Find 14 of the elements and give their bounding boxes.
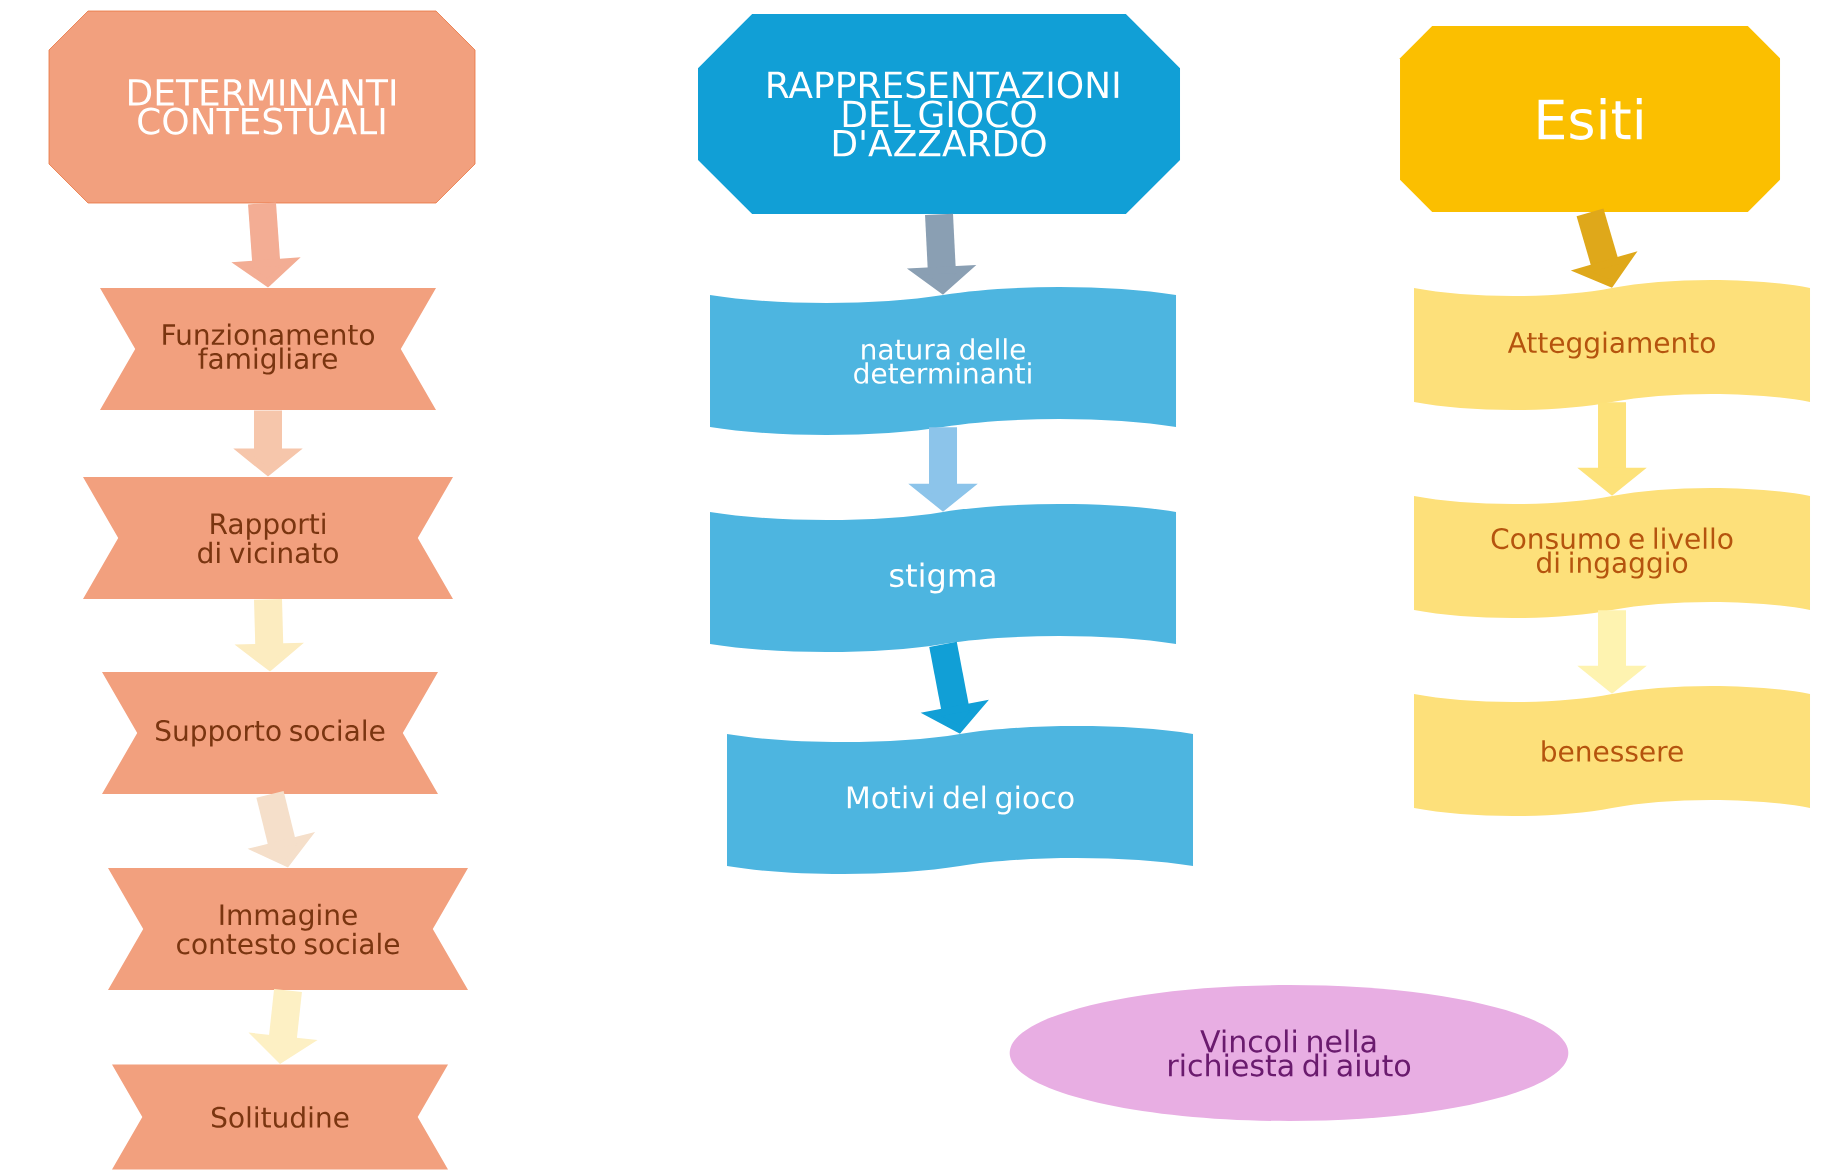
header-octagon: Esiti bbox=[1400, 26, 1780, 212]
banner-box: Funzionamento famigliare bbox=[100, 288, 436, 410]
banner-box: Solitudine bbox=[112, 1064, 448, 1170]
header-octagon: DETERMINANTI CONTESTUALI bbox=[48, 10, 476, 204]
banner-box: natura delle determinanti bbox=[710, 287, 1176, 435]
banner-box: stigma bbox=[710, 504, 1176, 652]
banner-box: Motivi del gioco bbox=[727, 726, 1193, 874]
banner-box: Rapporti di vicinato bbox=[83, 477, 453, 599]
banner-box: Consumo e livello di ingaggio bbox=[1414, 488, 1811, 618]
banner-box: Atteggiamento bbox=[1414, 280, 1811, 410]
banner-box: benessere bbox=[1414, 686, 1811, 816]
header-octagon: RAPPRESENTAZIONI DEL GIOCO D'AZZARDO bbox=[698, 14, 1180, 214]
banner-box: Supporto sociale bbox=[102, 672, 438, 794]
banner-box: Immagine contesto sociale bbox=[108, 868, 468, 990]
